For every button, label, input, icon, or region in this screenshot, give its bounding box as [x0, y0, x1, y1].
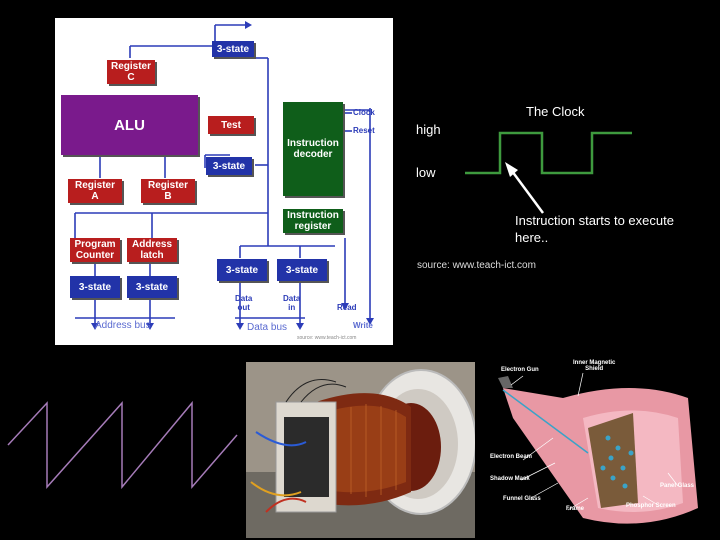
crt-label-shadow-mask: Shadow Mask: [490, 476, 530, 482]
crt-label-frame: Frame: [566, 506, 585, 512]
tristate-pc-block: 3-state: [70, 276, 120, 298]
data-out-label: Data out: [235, 294, 253, 312]
deflection-coil-photo: [246, 362, 475, 538]
clock-source: source: www.teach-ict.com: [417, 260, 536, 271]
instruction-decoder-block: Instruction decoder: [283, 102, 343, 196]
crt-label-panel-glass: Panel Glass: [660, 483, 695, 489]
program-counter-block: Program Counter: [70, 238, 120, 262]
crt-label-electron-beam: Electron Beam: [490, 454, 533, 460]
reset-label: Reset: [353, 126, 375, 135]
write-label: Write: [353, 321, 373, 330]
clock-panel: The Clock high low Instruction starts to…: [405, 95, 705, 285]
tristate-top-block: 3-state: [212, 41, 254, 57]
crt-cutaway-diagram: Electron Gun Inner Magnetic Shield Elect…: [483, 358, 720, 540]
address-latch-block: Address latch: [127, 238, 177, 262]
sawtooth-wave: [7, 400, 238, 490]
test-block: Test: [208, 116, 254, 134]
clock-waveform: [465, 131, 632, 214]
annotation-arrow: [507, 166, 545, 214]
read-label: Read: [337, 303, 357, 312]
register-c-block: Register C: [107, 60, 155, 84]
cpu-bus-lines: [74, 21, 374, 330]
data-bus-label: Data bus: [247, 322, 288, 333]
address-bus-label: Address bus: [95, 320, 151, 331]
clock-square-wave: [465, 131, 632, 175]
register-b-block: Register B: [141, 179, 195, 203]
alu-block: ALU: [61, 95, 198, 155]
tristate-data-in-block: 3-state: [277, 259, 327, 281]
cpu-source-label: source: www.teach-ict.com: [297, 335, 357, 341]
crt-label-phosphor-screen: Phosphor Screen: [626, 503, 676, 509]
annotation-arrowhead: [505, 162, 518, 177]
crt-label-electron-gun: Electron Gun: [501, 367, 539, 373]
data-in-label: Data in: [283, 294, 301, 312]
annotation-line-1: Instruction starts to execute: [515, 213, 674, 228]
instruction-register-block: Instruction register: [283, 209, 343, 233]
sawtooth-line: [7, 400, 238, 490]
clock-label: Clock: [353, 108, 375, 117]
deflection-coil-illustration: [246, 362, 475, 538]
clock-high-label: high: [416, 122, 441, 137]
tristate-mid-block: 3-state: [206, 157, 252, 175]
clock-title: The Clock: [526, 104, 585, 119]
crt-label-inner-shield: Inner Magnetic Shield: [573, 360, 616, 372]
register-a-block: Register A: [68, 179, 122, 203]
tristate-data-out-block: 3-state: [217, 259, 267, 281]
cpu-diagram: 3-state Register C ALU Test 3-state Regi…: [55, 18, 393, 345]
crt-label-funnel-glass: Funnel Glass: [503, 496, 541, 502]
annotation-line-2: here..: [515, 230, 549, 245]
crt-illustration: [498, 372, 698, 524]
tristate-al-block: 3-state: [127, 276, 177, 298]
clock-low-label: low: [416, 165, 436, 180]
